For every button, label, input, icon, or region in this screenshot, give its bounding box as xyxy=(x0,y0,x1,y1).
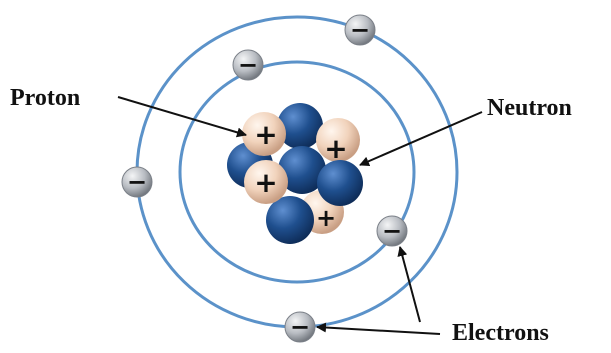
nucleus: + + + + xyxy=(227,103,363,244)
svg-text:−: − xyxy=(127,168,147,196)
neutron-particle xyxy=(266,196,314,244)
electrons-arrow-lower xyxy=(316,322,441,335)
proton-particle xyxy=(316,118,360,162)
electron: − xyxy=(344,14,376,46)
neutron-particle xyxy=(277,103,323,149)
pointer-arrows xyxy=(117,96,483,335)
svg-text:−: − xyxy=(382,217,402,245)
proton-arrow xyxy=(117,96,247,138)
svg-text:−: − xyxy=(238,51,258,79)
proton-sign: + xyxy=(254,118,277,151)
svg-text:−: − xyxy=(290,313,310,341)
proton-particle xyxy=(244,160,288,204)
electrons-arrow-upper xyxy=(397,246,421,323)
proton-label: Proton xyxy=(10,85,81,111)
electron: − xyxy=(232,49,264,81)
neutron-particle xyxy=(278,146,326,194)
proton-particle xyxy=(242,112,286,156)
inner-orbit xyxy=(178,60,416,284)
proton-sign: + xyxy=(316,204,336,232)
electrons: − − − − − xyxy=(121,14,408,343)
neutron-particle xyxy=(317,160,363,206)
electron: − xyxy=(284,311,316,343)
electron: − xyxy=(376,215,408,247)
neutron-arrow xyxy=(359,111,483,166)
electron: − xyxy=(121,166,153,198)
neutron-label: Neutron xyxy=(487,95,572,121)
electrons-label: Electrons xyxy=(452,320,549,346)
proton-sign: + xyxy=(324,132,347,165)
svg-text:−: − xyxy=(350,16,370,44)
proton-sign: + xyxy=(254,166,277,199)
